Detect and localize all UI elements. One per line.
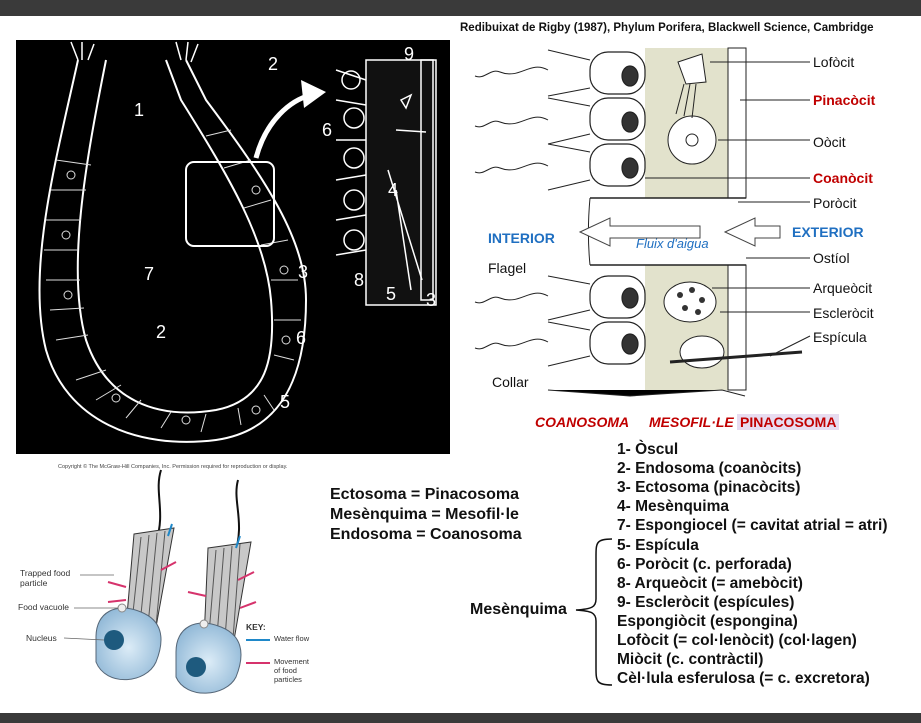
equivalence-3: Endosoma = Coanosoma xyxy=(330,526,522,543)
mesenquima-label: Mesènquima xyxy=(470,601,567,618)
sponge-wall-cell-diagram: Lofòcit Pinacòcit Oòcit Coanòcit Poròcit… xyxy=(470,40,915,400)
bottom-bar xyxy=(0,713,921,723)
mesenquima-item-6: Lofòcit (= col·lenòcit) (col·lagen) xyxy=(617,632,857,649)
legend-item-1: 1- Òscul xyxy=(617,441,679,458)
label-3-inset: 3 xyxy=(426,290,437,310)
label-7: 7 xyxy=(144,264,155,284)
legend-item-2: 2- Endosoma (coanòcits) xyxy=(617,460,802,477)
equivalence-1: Ectosoma = Pinacosoma xyxy=(330,486,519,503)
mesenquima-item-7: Miòcit (c. contràctil) xyxy=(617,651,764,668)
label-interior: INTERIOR xyxy=(488,230,555,246)
label-4: 4 xyxy=(388,180,399,200)
label-food-vacuole: Food vacuole xyxy=(18,602,70,612)
label-2-inset: 2 xyxy=(268,54,279,74)
label-fluix-aigua: Fluix d'aigua xyxy=(636,236,709,251)
label-nucleus: Nucleus xyxy=(26,633,57,643)
label-pinacocit: Pinacòcit xyxy=(813,92,876,108)
label-5: 5 xyxy=(280,392,291,412)
copyright-text: Copyright © The McGraw-Hill Companies, I… xyxy=(58,464,288,470)
label-2: 2 xyxy=(156,322,167,342)
mesenquima-item-4: 9- Escleròcit (espícules) xyxy=(617,594,795,611)
label-esclerocit: Escleròcit xyxy=(813,305,874,321)
label-1: 1 xyxy=(134,100,145,120)
label-arqueocit: Arqueòcit xyxy=(813,280,873,296)
label-6-inset: 6 xyxy=(322,120,333,140)
mesenquima-item-5: Espongiòcit (espongina) xyxy=(617,613,798,630)
label-5-inset: 5 xyxy=(386,284,397,304)
region-mesofile: MESOFIL·LE xyxy=(649,414,734,430)
credit-text: Redibuixat de Rigby (1987), Phylum Porif… xyxy=(460,22,874,34)
mesenquima-item-3: 8- Arqueòcit (= amebòcit) xyxy=(617,575,803,592)
equivalence-2: Mesènquima = Mesofil·le xyxy=(330,506,519,523)
key-title: KEY: xyxy=(246,622,266,632)
label-trapped-food: Trapped food particle xyxy=(20,568,71,588)
label-flagel: Flagel xyxy=(488,260,527,276)
label-lofocit: Lofòcit xyxy=(813,54,855,70)
legend-item-4: 4- Mesènquima xyxy=(617,498,729,515)
label-3: 3 xyxy=(298,262,309,282)
label-9: 9 xyxy=(404,44,415,64)
region-coanosoma: COANOSOMA xyxy=(535,414,630,430)
region-pinacosoma: PINACOSOMA xyxy=(737,414,840,430)
mesenquima-item-2: 6- Poròcit (c. perforada) xyxy=(617,556,792,573)
choanocyte-figure: Copyright © The McGraw-Hill Companies, I… xyxy=(16,462,310,702)
key-food-movement: Movement of food particles xyxy=(274,657,310,684)
mesenquima-item-1: 5- Espícula xyxy=(617,537,699,554)
label-oocit: Oòcit xyxy=(813,134,846,150)
label-8: 8 xyxy=(354,270,365,290)
sponge-section-figure: 1 2 9 6 4 7 3 8 5 3 2 6 5 xyxy=(16,40,450,454)
mesenquima-brace xyxy=(575,538,613,686)
label-porocit: Poròcit xyxy=(813,195,857,211)
legend-item-3: 3- Ectosoma (pinacòcits) xyxy=(617,479,801,496)
key-water-flow: Water flow xyxy=(274,634,310,643)
label-collar: Collar xyxy=(492,374,529,390)
label-coanocit: Coanòcit xyxy=(813,170,873,186)
label-ostiol: Ostíol xyxy=(813,250,850,266)
label-6: 6 xyxy=(296,328,307,348)
mesenquima-item-8: Cèl·lula esferulosa (= c. excretora) xyxy=(617,670,870,687)
top-bar xyxy=(0,0,921,16)
legend-item-7: 7- Espongiocel (= cavitat atrial = atri) xyxy=(617,517,888,534)
label-exterior: EXTERIOR xyxy=(792,224,864,240)
label-espicula: Espícula xyxy=(813,329,867,345)
